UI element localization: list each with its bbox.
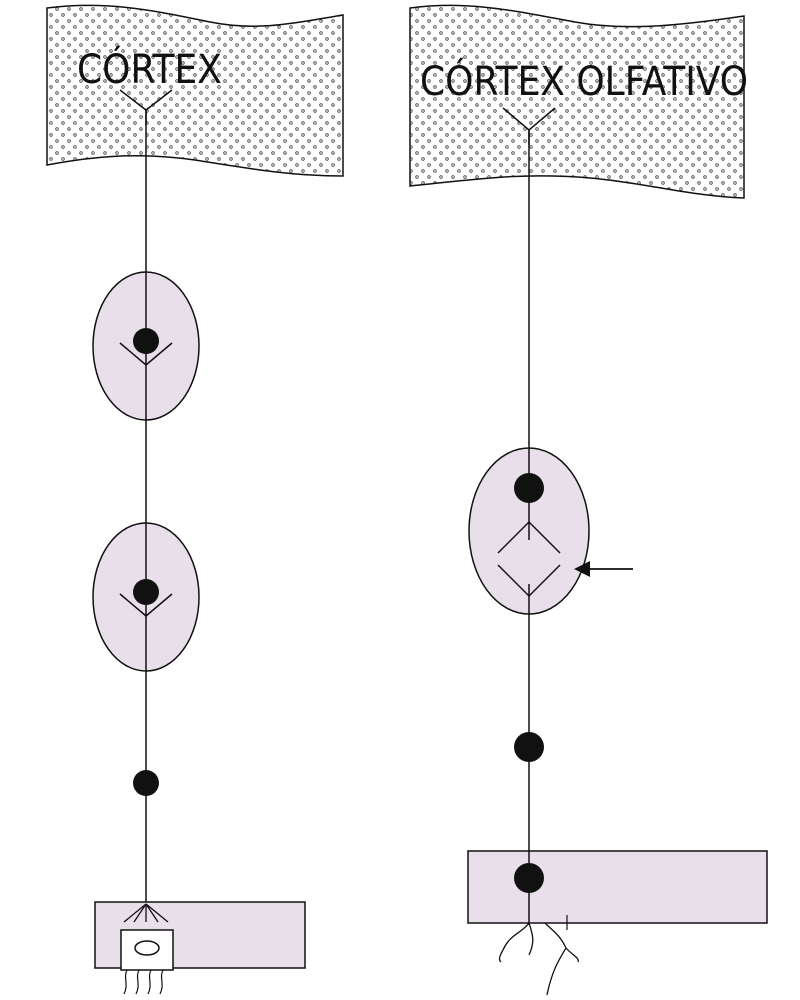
olfactory-bulb-cell xyxy=(468,447,590,615)
receptor-cell-box xyxy=(120,929,174,971)
neuron-soma-dot xyxy=(514,473,544,503)
olfactory-cortex-banner: CÓRTEX OLFATIVO xyxy=(409,4,748,199)
receptor-fiber-fan xyxy=(123,903,169,923)
cilia xyxy=(123,969,164,995)
olfactory-cortex-label: CÓRTEX OLFATIVO xyxy=(420,57,748,105)
neuron-soma-dot xyxy=(133,328,159,354)
receptor-neuron-dot xyxy=(514,863,544,893)
upper-relay-cell-left xyxy=(92,271,200,421)
pointer-arrow xyxy=(574,561,633,577)
ganglion-neuron-dot-left xyxy=(133,770,159,796)
cortex-banner-left-shape xyxy=(46,4,344,177)
ganglion-neuron-dot-right xyxy=(514,732,544,762)
cortex-label: CÓRTEX xyxy=(77,45,222,93)
middle-relay-cell-left xyxy=(92,522,200,672)
olfactory-cilia xyxy=(498,922,579,996)
olfactory-epithelium xyxy=(467,850,768,996)
neuron-soma-dot xyxy=(133,579,159,605)
receptor-nucleus xyxy=(134,940,160,956)
synapse-diamond xyxy=(497,520,561,598)
dendrite-fork xyxy=(119,593,173,617)
epithelium-band xyxy=(467,850,768,924)
dendrite-fork xyxy=(119,342,173,366)
olfactory-cortex-banner-shape xyxy=(409,4,745,199)
receptor-epithelium-left xyxy=(94,901,306,995)
cortex-banner-left: CÓRTEX xyxy=(46,4,344,177)
left-pathway: CÓRTEX xyxy=(46,4,344,995)
right-pathway: CÓRTEX OLFATIVO xyxy=(409,4,768,996)
